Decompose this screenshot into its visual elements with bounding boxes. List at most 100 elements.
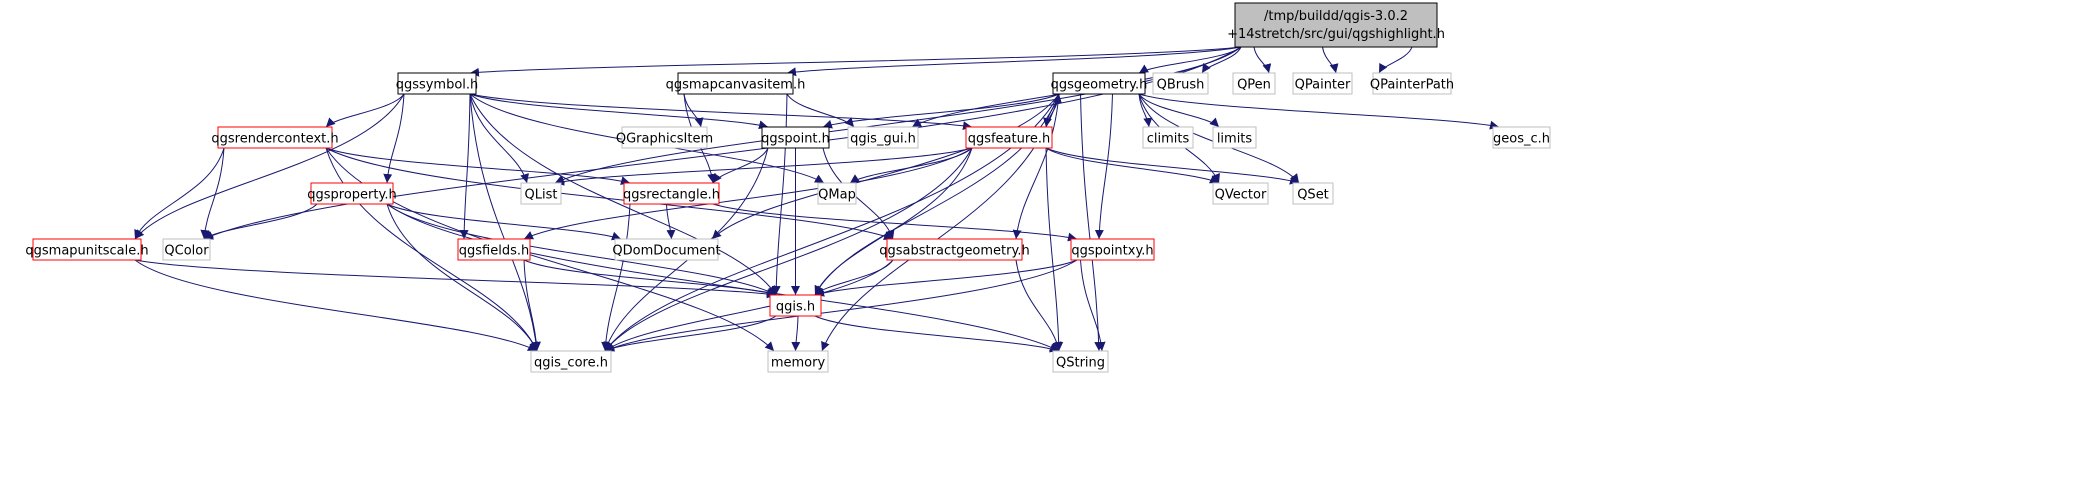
node-label: qgspointxy.h bbox=[1071, 244, 1153, 259]
edge-root-to-qpainterpath bbox=[1378, 46, 1413, 74]
node-label: QVector bbox=[1215, 188, 1267, 203]
node-label: qgsmapunitscale.h bbox=[25, 244, 148, 259]
edge-qgsgeometry-to-limits bbox=[1138, 93, 1220, 128]
node-box bbox=[847, 126, 919, 149]
node-label: QString bbox=[1056, 356, 1105, 371]
node-memory[interactable]: memory bbox=[767, 350, 829, 373]
node-qlist[interactable]: QList bbox=[520, 182, 562, 205]
node-box bbox=[1070, 238, 1155, 261]
edge-qgsrendercontext-to-qgsrectangle bbox=[325, 147, 631, 186]
node-label: qgsgeometry.h bbox=[1051, 78, 1148, 93]
edge-qgsabstractgeometry-to-qgis_core bbox=[604, 259, 894, 352]
edge-qgis-to-qgis_core bbox=[604, 315, 777, 352]
node-qgssymbol[interactable]: qgssymbol.h bbox=[396, 72, 479, 95]
edge-qgspointxy-to-qstring bbox=[1080, 259, 1106, 352]
node-qset[interactable]: QSet bbox=[1292, 182, 1334, 205]
node-label-line2: +14stretch/src/gui/qgshighlight.h bbox=[1227, 27, 1445, 42]
node-qdomdocument[interactable]: QDomDocument bbox=[612, 238, 721, 261]
edge-qgsgeometry-to-qgsabstractgeometry bbox=[1012, 93, 1060, 240]
node-qgsfields[interactable]: qgsfields.h bbox=[457, 238, 531, 261]
node-qgis[interactable]: qgis.h bbox=[769, 294, 822, 317]
node-qgspointxy[interactable]: qgspointxy.h bbox=[1070, 238, 1155, 261]
node-geos_c[interactable]: geos_c.h bbox=[1492, 126, 1551, 149]
node-box bbox=[677, 72, 794, 95]
node-label: qgis_core.h bbox=[534, 356, 608, 371]
edge-qgspoint-to-qgis_core bbox=[603, 147, 769, 352]
node-qgspoint[interactable]: qgspoint.h bbox=[761, 126, 830, 149]
node-root[interactable]: /tmp/buildd/qgis-3.0.2 +14stretch/src/gu… bbox=[1227, 2, 1445, 48]
edge-qgis-to-memory bbox=[791, 315, 801, 352]
node-label: qgsfields.h bbox=[459, 244, 529, 259]
node-qcolor[interactable]: QColor bbox=[162, 238, 211, 261]
node-qpainter[interactable]: QPainter bbox=[1292, 72, 1353, 95]
node-qmap[interactable]: QMap bbox=[817, 182, 857, 205]
node-label: qgsmapcanvasitem.h bbox=[666, 78, 806, 93]
node-label: qgsrendercontext.h bbox=[211, 132, 338, 147]
node-box bbox=[621, 126, 708, 149]
node-qgis_gui[interactable]: qgis_gui.h bbox=[847, 126, 919, 149]
node-qgsfeature[interactable]: qgsfeature.h bbox=[965, 126, 1053, 149]
node-label: QGraphicsItem bbox=[616, 132, 713, 147]
edge-qgsproperty-to-qgis bbox=[386, 203, 777, 296]
edge-qgsrectangle-to-qdomdocument bbox=[666, 203, 676, 240]
node-qgsgeometry[interactable]: qgsgeometry.h bbox=[1051, 72, 1148, 95]
node-label: QSet bbox=[1297, 188, 1329, 203]
node-label-line1: /tmp/buildd/qgis-3.0.2 bbox=[1264, 9, 1408, 24]
edge-qgsrectangle-to-qgspointxy bbox=[712, 203, 1078, 242]
edge-qgsfields-to-qgis_core bbox=[523, 259, 541, 352]
edge-qgsrendercontext-to-qcolor bbox=[200, 147, 225, 240]
node-qgsrectangle[interactable]: qgsrectangle.h bbox=[623, 182, 720, 205]
node-label: qgspoint.h bbox=[761, 132, 830, 147]
node-box bbox=[1142, 126, 1194, 149]
node-limits[interactable]: limits bbox=[1212, 126, 1257, 149]
node-qpen[interactable]: QPen bbox=[1232, 72, 1276, 95]
node-box bbox=[520, 182, 562, 205]
node-box bbox=[310, 182, 394, 205]
node-box bbox=[886, 238, 1023, 261]
node-box bbox=[397, 72, 477, 95]
node-qstring[interactable]: QString bbox=[1052, 350, 1109, 373]
edge-qgsgeometry-to-qgspointxy bbox=[1094, 93, 1113, 240]
edge-qgsgeometry-to-geos_c bbox=[1138, 93, 1500, 130]
node-label: qgis.h bbox=[776, 300, 815, 315]
edge-qgsgeometry-to-climits bbox=[1138, 93, 1153, 128]
edge-qgsfeature-to-qlist bbox=[554, 147, 973, 186]
node-box bbox=[162, 238, 211, 261]
edge-qgsgeometry-to-qstring bbox=[1080, 93, 1104, 352]
node-qpainterpath[interactable]: QPainterPath bbox=[1370, 72, 1454, 95]
node-label: QPainter bbox=[1295, 78, 1351, 93]
edge-qgsproperty-to-qcolor bbox=[203, 203, 318, 240]
node-label: climits bbox=[1147, 132, 1190, 147]
node-box bbox=[623, 182, 720, 205]
node-qgraphicsitem[interactable]: QGraphicsItem bbox=[616, 126, 713, 149]
node-box bbox=[530, 350, 612, 373]
node-climits[interactable]: climits bbox=[1142, 126, 1194, 149]
node-box bbox=[217, 126, 333, 149]
node-label: QBrush bbox=[1157, 78, 1205, 93]
edge-qgsfeature-to-qvector bbox=[1045, 147, 1220, 184]
edge-qgssymbol-to-qgsrendercontext bbox=[325, 93, 405, 128]
node-qgsproperty[interactable]: qgsproperty.h bbox=[307, 182, 397, 205]
node-qgsmapunitscale[interactable]: qgsmapunitscale.h bbox=[25, 238, 149, 261]
node-qbrush[interactable]: QBrush bbox=[1152, 72, 1209, 95]
node-qgis_core[interactable]: qgis_core.h bbox=[530, 350, 612, 373]
node-box bbox=[761, 126, 830, 149]
node-box bbox=[1212, 126, 1257, 149]
node-label: qgsfeature.h bbox=[968, 132, 1051, 147]
node-qvector[interactable]: QVector bbox=[1212, 182, 1269, 205]
node-qgsmapcanvasitem[interactable]: qgsmapcanvasitem.h bbox=[666, 72, 806, 95]
node-qgsabstractgeometry[interactable]: qgsabstractgeometry.h bbox=[879, 238, 1030, 261]
edge-qgsrendercontext-to-qgsmapunitscale bbox=[134, 147, 225, 240]
edges-layer bbox=[134, 46, 1500, 353]
edge-qgsproperty-to-qstring bbox=[386, 203, 1060, 352]
node-box bbox=[1492, 126, 1551, 149]
edge-root-to-qgsmapcanvasitem bbox=[786, 46, 1242, 77]
node-qgsrendercontext[interactable]: qgsrendercontext.h bbox=[211, 126, 339, 149]
node-label: qgsproperty.h bbox=[307, 188, 396, 203]
edge-qgssymbol-to-qgsfeature bbox=[469, 93, 973, 131]
node-label: geos_c.h bbox=[1493, 132, 1550, 147]
edge-qgsfeature-to-qgis bbox=[814, 147, 973, 296]
edge-qgssymbol-to-qgis_core bbox=[469, 93, 541, 352]
edge-qgsproperty-to-qgis_core bbox=[386, 203, 538, 352]
